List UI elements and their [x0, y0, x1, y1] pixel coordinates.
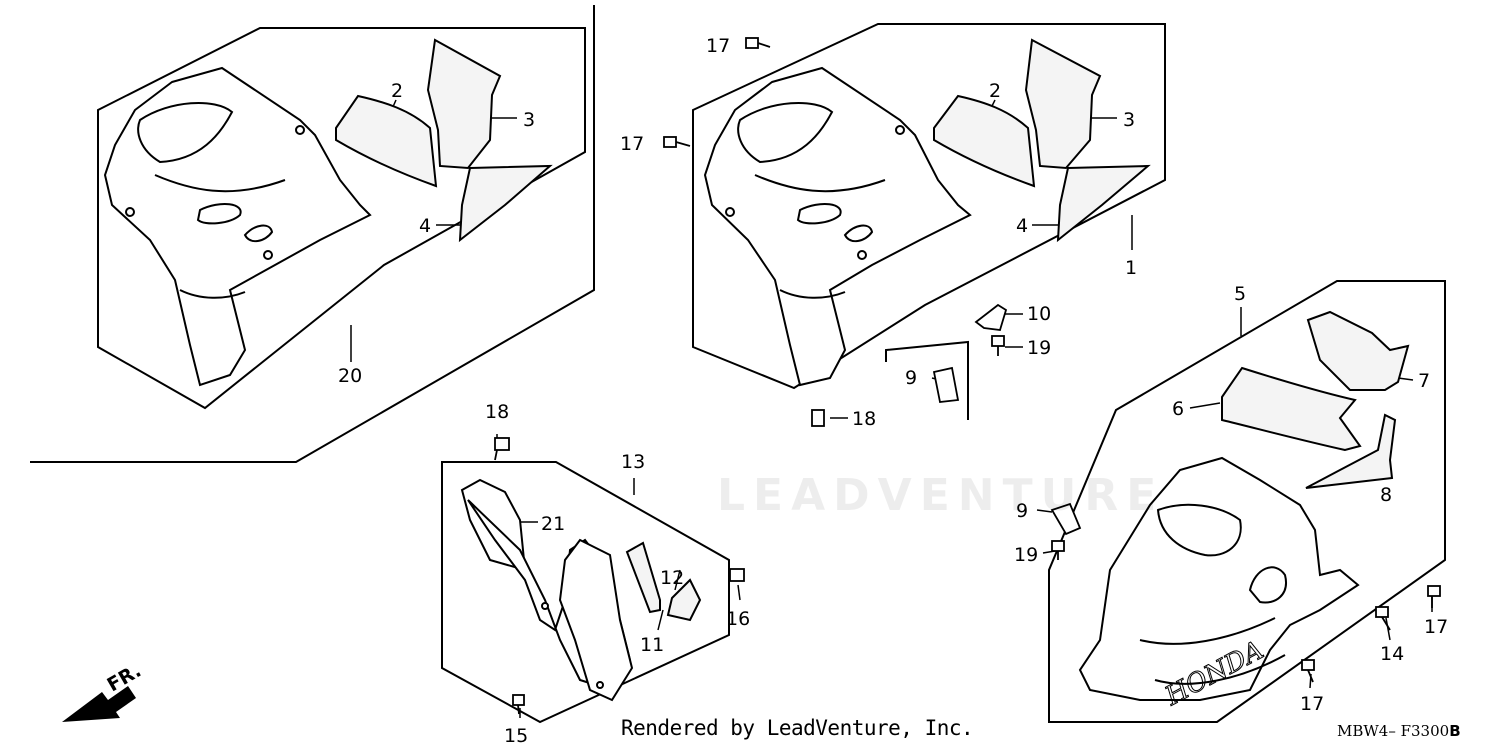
clip-18-mid [811, 409, 825, 427]
callout-12: 12 [660, 567, 684, 589]
callout-18-mid: 18 [852, 408, 876, 430]
outline-undercowl-13 [441, 461, 730, 724]
callout-9-box: 9 [905, 367, 917, 389]
inner-panel-4-left [458, 164, 553, 243]
upper-cowl-1-panels [933, 38, 1151, 243]
callout-21: 21 [541, 513, 565, 535]
under-cowl-13 [460, 478, 634, 702]
callout-15: 15 [504, 725, 528, 747]
callout-18-top: 18 [485, 401, 509, 423]
divider-line [30, 5, 595, 463]
callout-10: 10 [1027, 303, 1051, 325]
callout-19-top: 19 [1027, 337, 1051, 359]
outline-cowl-1 [692, 23, 1166, 390]
callout-2-right: 2 [989, 80, 1001, 102]
inner-panel-2-left [335, 94, 438, 188]
callout-16: 16 [726, 608, 750, 630]
bolt-17-left [663, 136, 691, 148]
inner-panel-2-right [933, 94, 1036, 188]
under-cowl-13-pads [625, 541, 702, 622]
callout-17-right: 17 [1424, 616, 1448, 638]
callout-11: 11 [640, 634, 664, 656]
callout-17-top: 17 [706, 35, 730, 57]
callout-17-bottom: 17 [1300, 693, 1324, 715]
bracket-9-box [932, 366, 960, 403]
callout-2-left: 2 [391, 80, 403, 102]
pad-8 [1305, 413, 1397, 489]
under-cowl-5-pads [1221, 310, 1410, 489]
inner-panel-3-right [1024, 38, 1102, 170]
callout-17-left: 17 [620, 133, 644, 155]
callout-1: 1 [1125, 257, 1137, 279]
upper-cowl-20-panels [335, 38, 553, 243]
bracket-10 [974, 303, 1008, 331]
bolt-17-top [745, 37, 771, 49]
pad-11 [625, 541, 661, 614]
bolt-14 [1375, 606, 1391, 631]
bolt-15 [512, 694, 525, 715]
under-cowl-inner [558, 538, 634, 702]
diagram-code: MBW4– F3300B [1337, 722, 1461, 740]
callout-4-left: 4 [419, 215, 431, 237]
callout-5: 5 [1234, 283, 1246, 305]
bolt-19-a [991, 335, 1005, 356]
callout-20: 20 [338, 365, 362, 387]
clip-18-top [494, 437, 510, 461]
bolt-17-lower-right-a [1427, 585, 1441, 608]
bolt-17-lower-right-b [1301, 659, 1315, 683]
callout-3-right: 3 [1123, 109, 1135, 131]
inner-panel-4-right [1056, 164, 1151, 243]
callout-13: 13 [621, 451, 645, 473]
assembly-outlines [30, 5, 1446, 724]
callout-4-right: 4 [1016, 215, 1028, 237]
bracket-9-lower [1050, 502, 1082, 536]
diagram-code-text: MBW4– F3300 [1337, 722, 1450, 740]
callout-8: 8 [1380, 484, 1392, 506]
outline-undercowl-5 [1048, 280, 1446, 723]
upper-cowl-20 [103, 66, 372, 387]
callout-9-lower: 9 [1016, 500, 1028, 522]
credit-caption: Rendered by LeadVenture, Inc. [621, 716, 974, 740]
callout-6: 6 [1172, 398, 1184, 420]
pad-12 [666, 578, 702, 622]
callout-19-lower: 19 [1014, 544, 1038, 566]
callout-numbers: 20 2 3 4 17 17 2 3 4 1 5 10 19 9 18 7 6 … [338, 35, 1448, 747]
bolt-19-b [1051, 540, 1065, 560]
diagram-code-suffix: B [1449, 722, 1461, 740]
watermark: LEADVENTURE [717, 470, 1165, 521]
hardware [494, 37, 1441, 715]
nut-16 [729, 568, 745, 582]
callout-3-left: 3 [523, 109, 535, 131]
front-direction-arrow: FR. [62, 660, 145, 722]
pad-7 [1306, 310, 1410, 391]
upper-cowl-1 [703, 66, 972, 387]
pad-6 [1221, 366, 1362, 452]
callout-7: 7 [1418, 370, 1430, 392]
bracket-box-9 [885, 340, 969, 420]
callout-14: 14 [1380, 643, 1404, 665]
inner-panel-3-left [426, 38, 502, 170]
